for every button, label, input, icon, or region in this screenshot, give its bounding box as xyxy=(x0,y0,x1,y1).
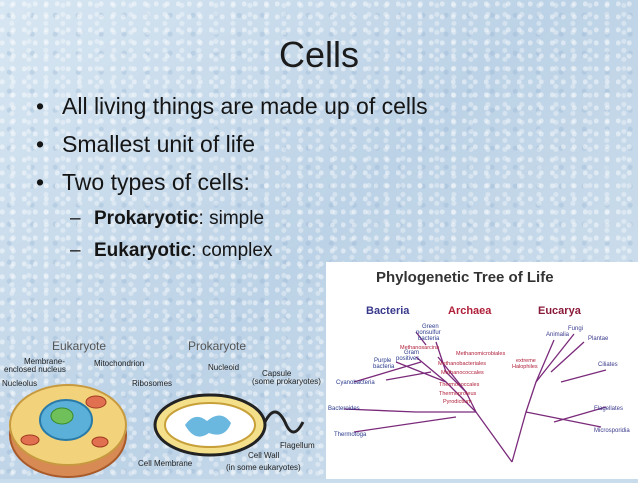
domain-bacteria: Bacteria xyxy=(366,305,410,317)
label-fungi: Fungi xyxy=(568,326,583,332)
sub-bullet-eukaryotic: – Eukaryotic: complex xyxy=(36,236,596,268)
label-ribosomes: Ribosomes xyxy=(132,379,172,388)
label-mitochondrion: Mitochondrion xyxy=(94,359,144,368)
label-gram-positives: positives xyxy=(396,356,419,362)
eukaryotic-cell-drawing xyxy=(9,384,127,478)
label-membrane-nucleus: Membrane- xyxy=(24,357,65,366)
label-cell-wall: Cell Wall xyxy=(248,451,279,460)
label-nucleoid: Nucleoid xyxy=(208,363,239,372)
label-methanomicrobiales: Methanomicrobiales xyxy=(456,351,505,357)
label-methanococcales: Methanococcales xyxy=(441,370,484,376)
archaea-labels: Methanosarcina Methanomicrobiales Methan… xyxy=(400,345,538,405)
label-green-nonsulfur: Green xyxy=(422,324,439,330)
label-animalia: Animalia xyxy=(546,332,570,338)
dash-glyph: – xyxy=(70,208,81,229)
tree-branches xyxy=(343,331,607,463)
label-purple-bacteria: bacteria xyxy=(373,364,395,370)
desc-eukaryotic: : complex xyxy=(191,240,273,261)
label-nucleolus: Nucleolus xyxy=(2,379,37,388)
prokaryote-labels: Nucleoid Capsule (some prokaryotes) Flag… xyxy=(208,363,321,472)
label-flagellum: Flagellum xyxy=(280,441,315,450)
domain-archaea: Archaea xyxy=(448,305,492,317)
term-eukaryotic: Eukaryotic xyxy=(94,240,192,261)
domain-eucarya: Eucarya xyxy=(538,305,582,317)
prokaryotic-cell-drawing xyxy=(153,393,305,457)
label-gram-positives: Gram xyxy=(404,350,419,356)
slide-title: Cells xyxy=(278,34,359,75)
label-capsule: Capsule xyxy=(262,369,292,378)
label-bacteroides: Bacteroides xyxy=(328,406,360,412)
bullet-item: Two types of cells: xyxy=(36,166,596,204)
label-methanobacteriales: Methanobacteriales xyxy=(438,361,486,367)
label-cyanobacteria: Cyanobacteria xyxy=(336,380,375,386)
label-flagellates: Flagellates xyxy=(594,406,623,412)
cell-comparison-image: Eukaryote Prokaryote Membrane- enclosed … xyxy=(0,330,330,479)
bullet-item: Smallest unit of life xyxy=(36,128,596,166)
dash-glyph: – xyxy=(70,240,81,261)
label-thermococcales: Thermococcales xyxy=(439,382,480,388)
label-thermoproteus: Thermoproteus xyxy=(439,391,477,397)
tree-title: Phylogenetic Tree of Life xyxy=(376,269,554,286)
label-pyrodictium: Pyrodictium xyxy=(443,399,472,405)
label-prokaryote: Prokaryote xyxy=(188,339,246,353)
eucarya-labels: Animalia Fungi Plantae Ciliates Flagella… xyxy=(546,326,630,434)
sub-bullet-prokaryotic: – Prokaryotic: simple xyxy=(36,204,596,236)
eukaryote-labels: Membrane- enclosed nucleus Mitochondrion… xyxy=(2,357,193,468)
cell-comparison-diagram: Eukaryote Prokaryote Membrane- enclosed … xyxy=(2,339,321,478)
label-plantae: Plantae xyxy=(588,336,609,342)
label-purple-bacteria: Purple xyxy=(374,358,392,364)
desc-prokaryotic: : simple xyxy=(198,208,265,229)
label-extreme-halophiles: Halophiles xyxy=(512,364,538,370)
bullet-list: All living things are made up of cells S… xyxy=(36,90,596,268)
label-microsporidia: Microsporidia xyxy=(594,428,630,434)
label-green-nonsulfur: nonsulfur xyxy=(416,330,441,336)
label-capsule: (some prokaryotes) xyxy=(252,377,321,386)
label-cell-wall: (in some eukaryotes) xyxy=(226,463,301,472)
label-green-nonsulfur: bacteria xyxy=(418,336,440,342)
bacteria-labels: Green nonsulfur bacteria Gram positives … xyxy=(328,324,441,438)
label-cell-membrane: Cell Membrane xyxy=(138,459,193,468)
phylogenetic-tree-image: Phylogenetic Tree of Life Bacteria Archa… xyxy=(326,262,638,479)
label-membrane-nucleus: enclosed nucleus xyxy=(4,365,66,374)
bullet-item: All living things are made up of cells xyxy=(36,90,596,128)
label-ciliates: Ciliates xyxy=(598,362,618,368)
phylogenetic-tree-diagram: Phylogenetic Tree of Life Bacteria Archa… xyxy=(328,269,630,463)
term-prokaryotic: Prokaryotic xyxy=(94,208,199,229)
label-methanosarcina: Methanosarcina xyxy=(400,345,440,351)
label-extreme-halophiles: extreme xyxy=(516,358,536,364)
label-thermotoga: Thermotoga xyxy=(334,432,367,438)
label-eukaryote: Eukaryote xyxy=(52,339,106,353)
